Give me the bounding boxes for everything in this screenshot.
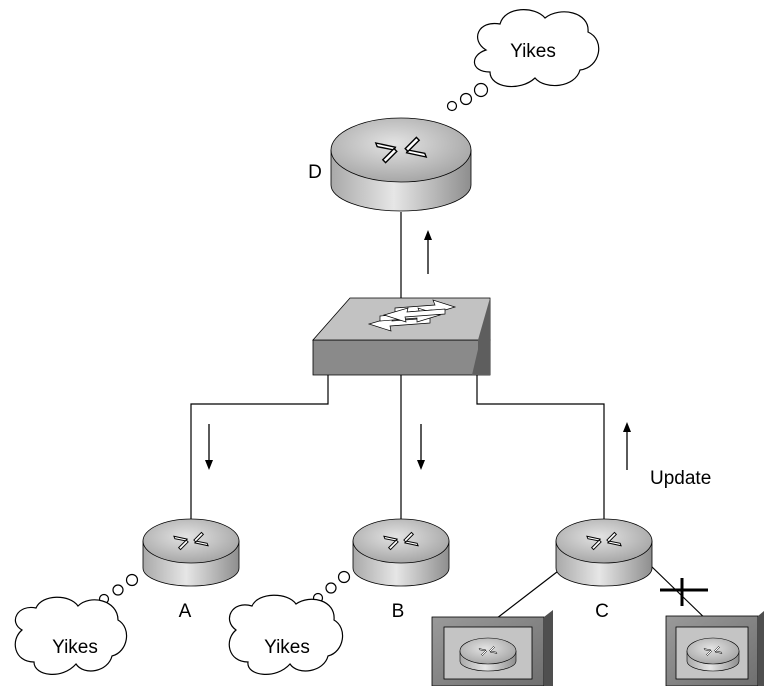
thought-bubble-mid — [228, 570, 351, 675]
router-a-label: A — [179, 601, 192, 622]
switch-icon — [312, 297, 491, 376]
router-d-label: D — [308, 162, 322, 183]
router-b-icon — [352, 518, 450, 587]
update-arrows — [205, 230, 631, 470]
thought-bubble-top — [446, 9, 600, 112]
bubble-top-text: Yikes — [510, 41, 556, 62]
right-boxed-router-icon — [665, 611, 764, 686]
bubble-left-text: Yikes — [52, 637, 98, 658]
link-switch-c — [476, 345, 605, 530]
switch-front — [312, 339, 491, 376]
router-b-label: B — [392, 601, 405, 622]
link-c-left-device — [487, 564, 567, 626]
router-c-label: C — [595, 601, 609, 622]
router-c-icon — [555, 518, 653, 587]
switch-arrows — [367, 299, 457, 332]
cloud-shape — [14, 596, 128, 675]
cloud-shape — [473, 9, 600, 88]
arrow-down-to-a — [205, 424, 213, 470]
left-boxed-router-icon — [431, 610, 553, 686]
arrow-down-to-b — [417, 424, 425, 470]
cloud-shape — [228, 594, 344, 675]
bubble-mid-text: Yikes — [264, 637, 310, 658]
link-failure-mark — [660, 578, 708, 606]
arrow-up-to-d — [424, 230, 432, 274]
router-a-icon — [142, 518, 240, 587]
link-switch-a — [190, 375, 329, 545]
thought-bubble-left — [14, 573, 139, 675]
update-label: Update — [650, 468, 711, 489]
router-d-icon — [330, 117, 472, 212]
arrow-up-from-c — [623, 422, 631, 470]
